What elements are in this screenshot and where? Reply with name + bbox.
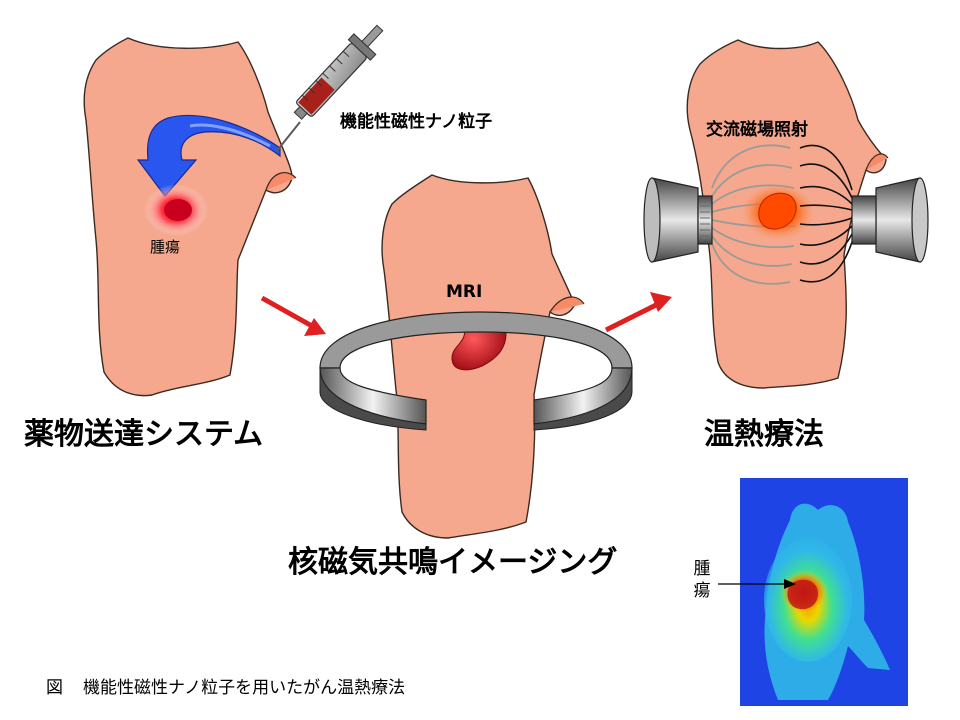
label-drug-delivery: 薬物送達システム	[24, 417, 264, 452]
label-hyperthermia: 温熱療法	[704, 417, 824, 452]
caption-text: 機能性磁性ナノ粒子を用いたがん温熱療法	[83, 678, 406, 698]
caption-prefix: 図	[46, 678, 63, 698]
process-arrow-1	[260, 295, 326, 336]
thermal-image	[718, 478, 908, 706]
coil-right	[851, 177, 929, 263]
mri-ring	[319, 311, 633, 431]
figure-caption: 図機能性磁性ナノ粒子を用いたがん温熱療法	[46, 680, 405, 697]
label-ac-field: 交流磁場照射	[706, 120, 808, 140]
coil-left	[643, 177, 713, 263]
label-nanoparticle: 機能性磁性ナノ粒子	[340, 112, 493, 132]
field-lines-right	[799, 144, 853, 283]
label-tumor-thermal: 腫瘍	[693, 559, 711, 601]
label-mri-full: 核磁気共鳴イメージング	[288, 545, 618, 580]
label-mri: MRI	[446, 282, 483, 302]
label-tumor-left: 腫瘍	[150, 238, 181, 256]
syringe	[275, 24, 384, 153]
process-arrow-2	[604, 292, 672, 333]
